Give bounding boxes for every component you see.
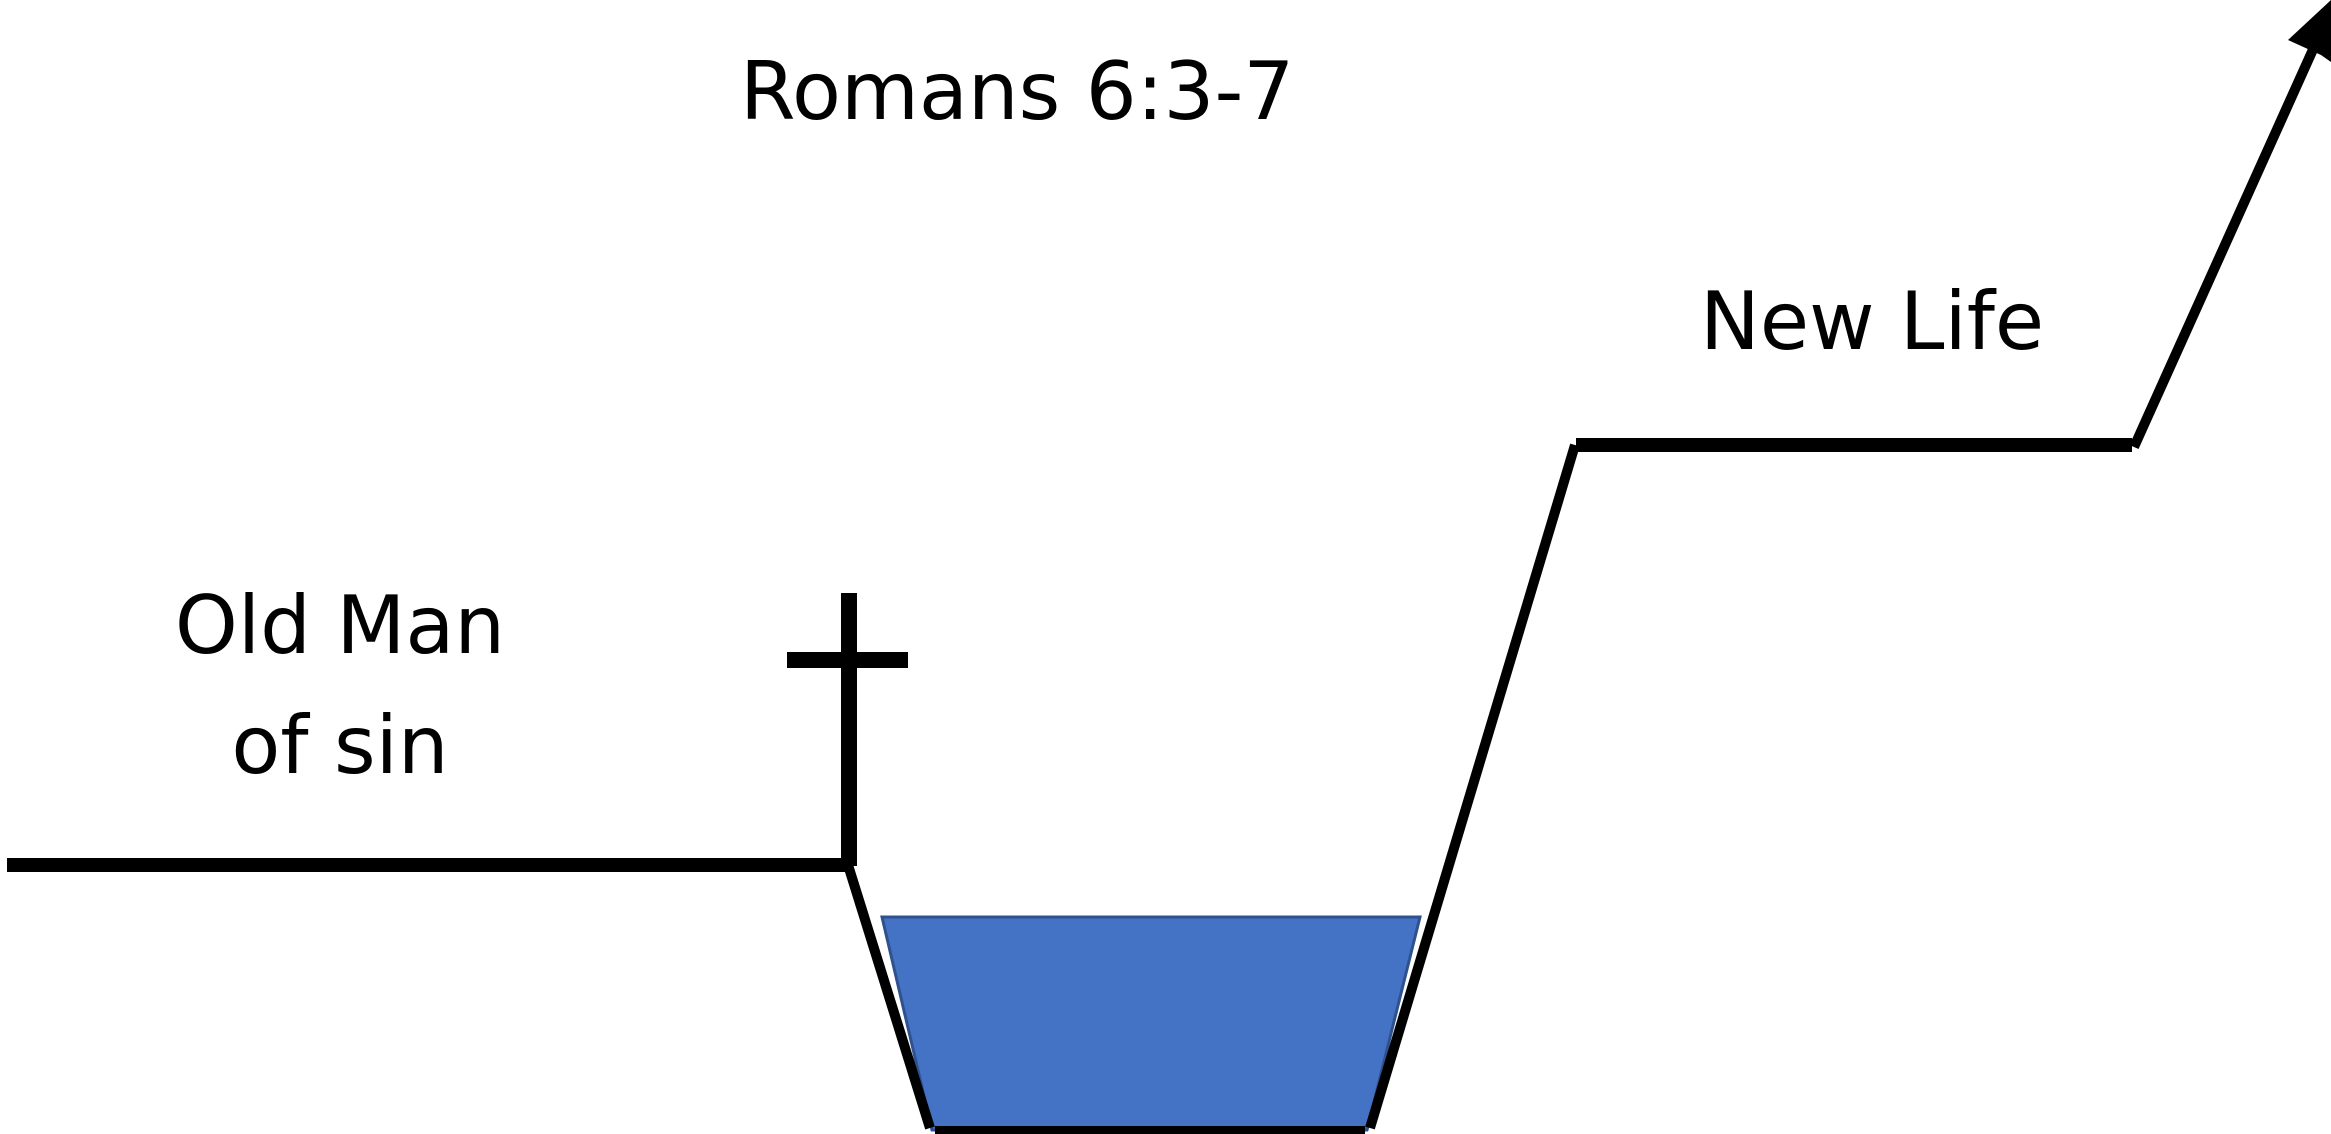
old-man-label: Old Man of sin — [150, 566, 530, 806]
arrow-head-icon — [2288, 0, 2331, 62]
cross-icon — [787, 593, 908, 866]
ascent-line — [1365, 443, 1580, 1130]
old-man-label-line1: Old Man — [174, 579, 506, 672]
rising-line — [2129, 42, 2320, 450]
old-man-label-line2: of sin — [231, 699, 449, 792]
diagram-title: Romans 6:3-7 — [740, 45, 1295, 138]
new-life-label: New Life — [1700, 275, 2045, 368]
water-basin — [880, 915, 1422, 1132]
descent-line — [843, 863, 935, 1130]
